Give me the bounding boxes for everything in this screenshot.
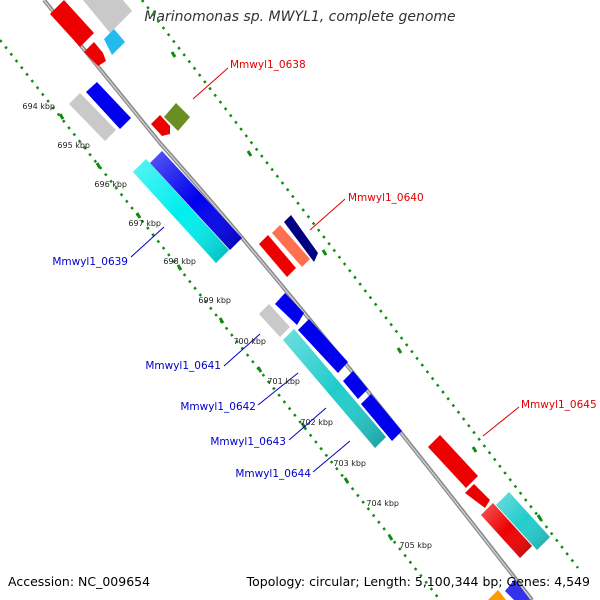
- label-0641[interactable]: Mmwyl1_0641: [145, 360, 221, 372]
- gene-top-cyan-a[interactable]: [104, 29, 125, 55]
- label-0644[interactable]: Mmwyl1_0644: [235, 468, 311, 480]
- gene-top-red-b[interactable]: [151, 115, 170, 136]
- gene-top-red-a2[interactable]: [84, 42, 106, 66]
- label-0642[interactable]: Mmwyl1_0642: [180, 401, 256, 413]
- scale-label: 696 kbp: [94, 180, 127, 189]
- outer-major-ticks: [170, 51, 543, 521]
- gene-top-gray-a[interactable]: [78, 0, 132, 33]
- scale-label-group: 694 kbp 695 kbp 696 kbp 697 kbp 698 kbp …: [22, 102, 432, 550]
- outer-tick-guide: [141, 0, 579, 569]
- genome-stats-text: Topology: circular; Length: 5,100,344 bp…: [246, 574, 590, 589]
- gene-0645-red2[interactable]: [465, 484, 490, 508]
- gene-inner-blue-a[interactable]: [86, 82, 131, 129]
- gene-0643-blue[interactable]: [343, 371, 368, 399]
- label-0645[interactable]: Mmwyl1_0645: [521, 399, 597, 411]
- gene-0640-red[interactable]: [259, 235, 296, 277]
- scale-label: 694 kbp: [22, 102, 55, 111]
- scale-label: 701 kbp: [267, 377, 300, 386]
- scale-label: 697 kbp: [128, 219, 161, 228]
- gene-features-outer[interactable]: [50, 0, 550, 600]
- gene-0640-salmon[interactable]: [272, 225, 310, 267]
- label-0643[interactable]: Mmwyl1_0643: [210, 436, 286, 448]
- gene-label-group: Mmwyl1_0638 Mmwyl1_0640 Mmwyl1_0645 Mmwy…: [52, 59, 596, 480]
- scale-label: 705 kbp: [399, 541, 432, 550]
- label-leaders: [130, 67, 520, 473]
- gene-bottom-orange-e[interactable]: [488, 590, 506, 600]
- scale-label: 695 kbp: [57, 141, 90, 150]
- accession-text: Accession: NC_009654: [8, 574, 151, 589]
- map-title: Marinomonas sp. MWYL1, complete genome: [144, 9, 456, 25]
- gene-inner-gray-a[interactable]: [69, 93, 116, 141]
- gene-0642-blue[interactable]: [298, 319, 348, 373]
- gene-0638-body[interactable]: [164, 103, 190, 131]
- gene-0641-blue[interactable]: [275, 293, 304, 325]
- gene-0645-red1[interactable]: [428, 435, 478, 488]
- gene-shading: [133, 151, 550, 558]
- scale-label: 703 kbp: [333, 459, 366, 468]
- gene-top-red-a1[interactable]: [50, 0, 94, 47]
- gene-0640-navy[interactable]: [284, 215, 318, 262]
- scale-label: 699 kbp: [198, 296, 231, 305]
- gene-bottom-blue-e[interactable]: [505, 579, 530, 600]
- label-0639[interactable]: Mmwyl1_0639: [52, 256, 128, 268]
- gene-0641-gray[interactable]: [259, 304, 290, 337]
- label-0640[interactable]: Mmwyl1_0640: [348, 192, 424, 204]
- gene-0644-blue[interactable]: [361, 394, 402, 441]
- scale-label: 698 kbp: [163, 257, 196, 266]
- scale-label: 704 kbp: [366, 499, 399, 508]
- scale-label: 702 kbp: [300, 418, 333, 427]
- scale-label: 700 kbp: [233, 337, 266, 346]
- inner-major-ticks: [58, 113, 394, 541]
- label-0638[interactable]: Mmwyl1_0638: [230, 59, 306, 71]
